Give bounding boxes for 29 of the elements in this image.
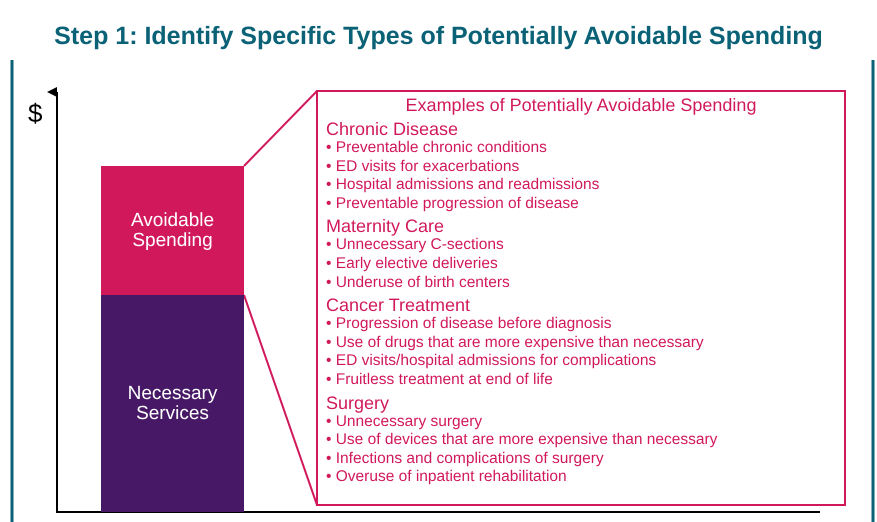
- bullet-item: • Preventable chronic conditions: [326, 139, 548, 158]
- category-heading: Maternity Care: [326, 216, 446, 236]
- callout-box: [316, 90, 846, 506]
- category-heading: Cancer Treatment: [326, 295, 472, 316]
- stacked-bar-segment: [101, 295, 244, 512]
- box-heading: Examples of Potentially Avoidable Spending: [404, 94, 758, 116]
- bullet-item: • Overuse of inpatient rehabilitation: [326, 468, 568, 487]
- bullet-item: • Unnecessary C-sections: [326, 236, 505, 255]
- connector-line: [243, 294, 318, 506]
- category-heading: Surgery: [326, 392, 390, 413]
- bullet-item: • Fruitless treatment at end of life: [326, 370, 554, 390]
- bullet-item: • Hospital admissions and readmissions: [326, 176, 600, 195]
- bullet-item: • Infections and complications of surgery: [326, 450, 605, 468]
- bar-label: Avoidable Spending: [130, 210, 216, 250]
- bullet-item: • Early elective deliveries: [326, 254, 499, 274]
- axis-label: $: [28, 98, 42, 129]
- bar-label: Necessary Services: [126, 384, 218, 424]
- bullet-item: • ED visits for exacerbations: [326, 158, 520, 176]
- bullet-item: • ED visits/hospital admissions for complications: [326, 352, 658, 371]
- category-heading: Chronic Disease: [326, 119, 460, 139]
- bullet-item: • Preventable progression of disease: [326, 194, 580, 214]
- stacked-bar-segment: [101, 166, 244, 295]
- bullet-item: • Progression of disease before diagnosis: [326, 315, 612, 334]
- bullet-item: • Use of drugs that are more expensive than necessary: [326, 334, 705, 352]
- bullet-item: • Use of devices that are more expensive than necessary: [326, 431, 718, 450]
- connector-line: [243, 90, 318, 167]
- title: Step 1: Identify Specific Types of Potentially Avoidable Spending: [53, 22, 824, 51]
- bullet-item: • Unnecessary surgery: [326, 412, 484, 432]
- bullet-item: • Underuse of birth centers: [326, 274, 511, 292]
